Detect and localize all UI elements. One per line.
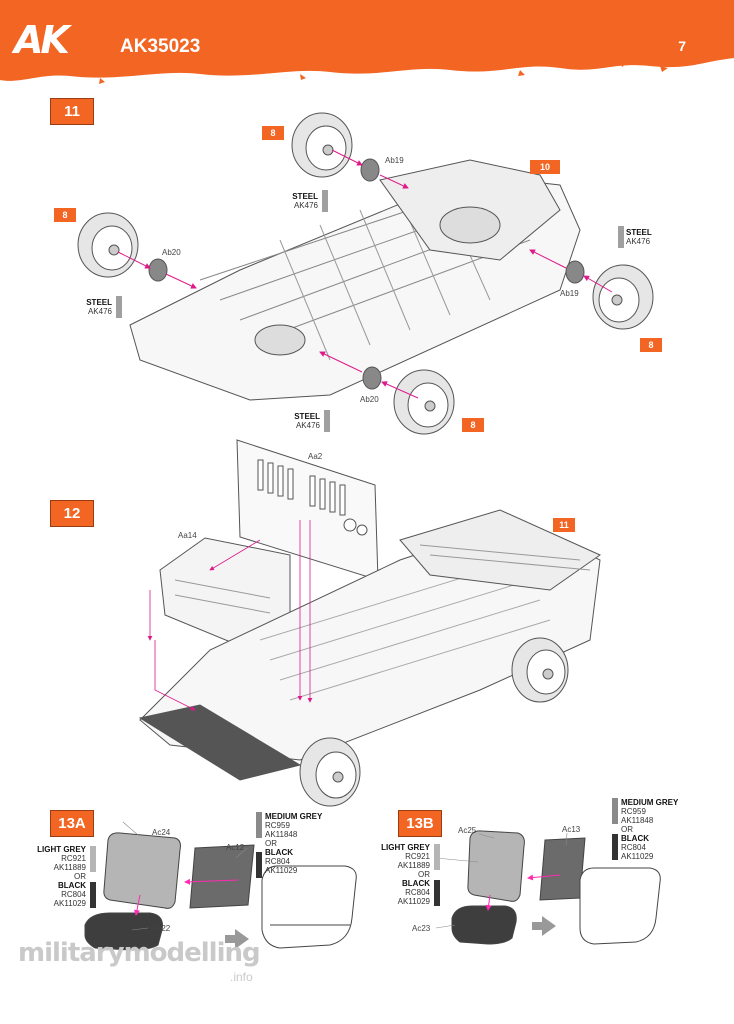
seat-assembled-13a	[261, 865, 357, 949]
seat-panel-13b	[539, 837, 586, 901]
arrow-13a	[225, 929, 249, 949]
step-number-12: 12	[50, 500, 94, 527]
ref-box: 8	[640, 338, 662, 352]
steel-swatch	[324, 410, 330, 432]
part-label: Ac12	[226, 843, 245, 852]
part-label: Aa14	[178, 531, 197, 540]
part-label: Ac23	[412, 924, 431, 933]
ref-box: 10	[530, 160, 560, 174]
watermark: militarymodelling	[18, 938, 261, 968]
page-number: 7	[678, 38, 686, 54]
ref-box: 11	[553, 518, 575, 532]
ref-box: 8	[54, 208, 76, 222]
steel-swatch	[618, 226, 624, 248]
ref-box: 8	[462, 418, 484, 432]
seat-back-13a	[103, 832, 181, 909]
black-swatch	[434, 880, 440, 906]
wheel-right	[592, 264, 654, 330]
step-plate	[138, 704, 302, 781]
part-label: Ab20	[162, 248, 181, 257]
wheel-12-front	[299, 737, 361, 807]
part-label: Ac25	[458, 826, 477, 835]
part-label: Ab19	[560, 289, 579, 298]
seat-base-13b	[451, 905, 517, 945]
black-swatch	[90, 882, 96, 908]
light-grey-swatch	[90, 846, 96, 872]
product-code: AK35023	[120, 36, 201, 57]
seat-panel-13a	[189, 844, 255, 909]
medium-grey-swatch	[256, 812, 262, 838]
wheel-12-rear	[511, 637, 569, 703]
header-banner	[0, 0, 734, 84]
part-label: Ac22	[152, 924, 171, 933]
ak-logo: AK	[14, 18, 70, 62]
step-number-13b: 13B	[398, 810, 442, 837]
watermark-suffix: .info	[230, 970, 253, 984]
seat-back-13b	[467, 830, 525, 902]
part-label: Aa2	[308, 452, 323, 461]
part-label: Ab20	[360, 395, 379, 404]
steel-swatch	[322, 190, 328, 212]
wheel-left	[77, 212, 139, 278]
seat-assembled-13b	[579, 867, 661, 945]
seat-base-13a	[84, 912, 163, 951]
page-header: AK AK35023 7	[0, 0, 734, 90]
wheel-bottom	[393, 369, 455, 435]
part-label: Ac24	[152, 828, 171, 837]
medium-grey-swatch	[612, 798, 618, 824]
ref-box: 8	[262, 126, 284, 140]
steel-swatch	[116, 296, 122, 318]
step-number-13a: 13A	[50, 810, 94, 837]
step-number-11: 11	[50, 98, 94, 125]
part-label: Ac13	[562, 825, 581, 834]
wheel-top	[291, 112, 353, 178]
part-label: Ab19	[385, 156, 404, 165]
black-swatch	[256, 852, 262, 878]
arrow-13b	[532, 916, 556, 936]
light-grey-swatch	[434, 844, 440, 870]
black-swatch	[612, 834, 618, 860]
